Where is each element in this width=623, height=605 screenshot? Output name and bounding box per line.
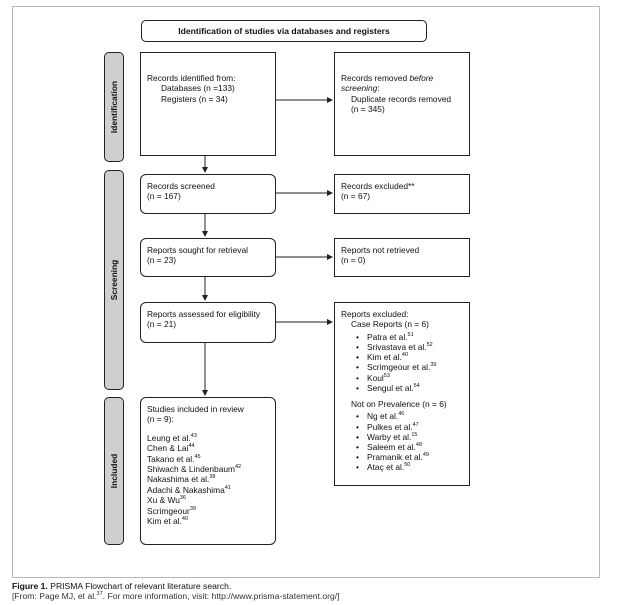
included-study-item: Scrimgeour39 xyxy=(147,505,196,516)
reports-assessed-box: Reports assessed for eligibility (n = 21… xyxy=(140,302,276,343)
included-study-item: Xu & Wu36 xyxy=(147,495,187,506)
databases-count: Databases (n =133) xyxy=(161,83,235,94)
included-study-item: Shiwach & Lindenbaum42 xyxy=(147,464,242,475)
included-study-item: Chen & Lai44 xyxy=(147,443,195,454)
records-identified-box: Records identified from: Databases (n =1… xyxy=(140,52,276,156)
included-study-item: Nakashima et al.38 xyxy=(147,474,216,485)
records-removed-box: Records removed before screening: Duplic… xyxy=(334,52,470,156)
reports-assessed-label: Reports assessed for eligibility xyxy=(147,309,261,319)
reports-sought-box: Reports sought for retrieval (n = 23) xyxy=(140,238,276,277)
included-study-item: Kim et al.40 xyxy=(147,516,189,527)
records-removed-line2: screening: xyxy=(341,83,380,94)
duplicate-records-removed: Duplicate records removed xyxy=(351,93,452,104)
case-reports-list: Patra et al.51Srivastava et al.52Kim et … xyxy=(341,332,463,393)
not-prevalence-group: Not on Prevalence (n = 6) xyxy=(351,399,447,410)
excluded-report-item: Scrimgeour et al.39 xyxy=(356,362,463,372)
duplicate-records-count: (n = 345) xyxy=(351,104,385,115)
records-screened-box: Records screened (n = 167) xyxy=(140,174,276,214)
studies-included-count: (n = 9): xyxy=(147,414,174,425)
phase-screening: Screening xyxy=(104,170,124,390)
excluded-report-item: Kim et al.40 xyxy=(356,352,463,362)
excluded-report-item: Ng et al.46 xyxy=(356,411,463,421)
records-excluded-count: (n = 67) xyxy=(341,191,371,202)
figure-frame xyxy=(12,6,600,578)
excluded-report-item: Pramanik et al.49 xyxy=(356,452,463,462)
phase-screening-label: Screening xyxy=(109,259,119,301)
case-reports-group: Case Reports (n = 6) xyxy=(351,319,429,330)
reports-sought-label: Reports sought for retrieval xyxy=(147,245,249,255)
records-excluded-box: Records excluded** (n = 67) xyxy=(334,174,470,214)
excluded-report-item: Sengul et al.54 xyxy=(356,383,463,393)
records-identified-header: Records identified from: xyxy=(147,73,236,83)
studies-included-header: Studies included in review xyxy=(147,404,244,414)
not-prevalence-list: Ng et al.46Pulkes et al.47Warby et al.15… xyxy=(341,411,463,472)
phase-identification-label: Identification xyxy=(109,80,119,134)
reports-not-retrieved-box: Reports not retrieved (n = 0) xyxy=(334,238,470,277)
phase-identification: Identification xyxy=(104,52,124,162)
phase-included-label: Included xyxy=(109,453,119,489)
excluded-report-item: Srivastava et al.52 xyxy=(356,342,463,352)
figure-caption: Figure 1. PRISMA Flowchart of relevant l… xyxy=(12,581,340,601)
reports-excluded-box: Reports excluded: Case Reports (n = 6) P… xyxy=(334,302,470,486)
caption-text: PRISMA Flowchart of relevant literature … xyxy=(47,581,232,591)
reports-assessed-count: (n = 21) xyxy=(147,319,177,330)
phase-included: Included xyxy=(104,397,124,545)
caption-source: [From: Page MJ, et al.37. For more infor… xyxy=(12,591,340,601)
records-screened-count: (n = 167) xyxy=(147,191,181,202)
records-removed-line1: Records removed before xyxy=(341,73,434,83)
included-study-item: Leung et al.43 xyxy=(147,432,197,443)
registers-count: Registers (n = 34) xyxy=(161,93,228,104)
reports-not-retrieved-count: (n = 0) xyxy=(341,255,366,266)
excluded-report-item: Koul53 xyxy=(356,373,463,383)
reports-excluded-header: Reports excluded: xyxy=(341,309,409,319)
caption-label: Figure 1. xyxy=(12,581,48,591)
records-excluded-label: Records excluded** xyxy=(341,181,415,191)
reports-not-retrieved-label: Reports not retrieved xyxy=(341,245,420,255)
excluded-report-item: Ataç et al.50 xyxy=(356,462,463,472)
diagram-title: Identification of studies via databases … xyxy=(141,20,427,42)
excluded-report-item: Pulkes et al.47 xyxy=(356,422,463,432)
records-screened-label: Records screened xyxy=(147,181,215,191)
excluded-report-item: Saleem et al.48 xyxy=(356,442,463,452)
included-study-item: Takano et al.45 xyxy=(147,453,201,464)
reports-sought-count: (n = 23) xyxy=(147,255,177,266)
studies-included-box: Studies included in review (n = 9): Leun… xyxy=(140,397,276,545)
excluded-report-item: Patra et al.51 xyxy=(356,332,463,342)
included-study-item: Adachi & Nakashima41 xyxy=(147,484,231,495)
excluded-report-item: Warby et al.15 xyxy=(356,432,463,442)
